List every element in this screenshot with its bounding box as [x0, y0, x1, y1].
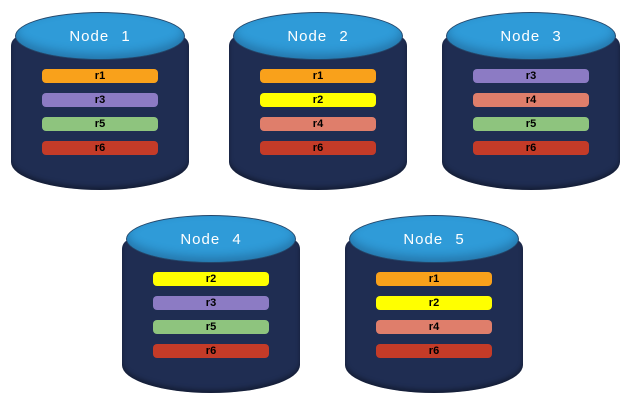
replica-bar: r1 [376, 272, 492, 286]
cylinder-body [442, 36, 620, 190]
replica-bar: r6 [153, 344, 269, 358]
replica-bar: r5 [473, 117, 589, 131]
cylinder-body [345, 239, 523, 393]
replica-list: r3 r4 r5 r6 [473, 69, 589, 155]
replica-bar: r3 [42, 93, 158, 107]
replica-bar: r1 [260, 69, 376, 83]
cylinder-body [11, 36, 189, 190]
cylinder-body [229, 36, 407, 190]
node-label: Node 1 [69, 27, 131, 45]
database-node-4: Node 4 r2 r3 r5 r6 [122, 215, 300, 393]
replica-list: r1 r2 r4 r6 [376, 272, 492, 358]
replica-list: r2 r3 r5 r6 [153, 272, 269, 358]
cylinder-top: Node 2 [233, 12, 403, 60]
node-label: Node 2 [287, 27, 349, 45]
cylinder-top: Node 1 [15, 12, 185, 60]
database-node-2: Node 2 r1 r2 r4 r6 [229, 12, 407, 190]
replica-bar: r6 [260, 141, 376, 155]
replica-bar: r5 [42, 117, 158, 131]
node-label: Node 5 [403, 230, 465, 248]
replica-list: r1 r3 r5 r6 [42, 69, 158, 155]
database-node-1: Node 1 r1 r3 r5 r6 [11, 12, 189, 190]
replica-bar: r2 [153, 272, 269, 286]
replica-bar: r4 [376, 320, 492, 334]
replica-bar: r2 [260, 93, 376, 107]
cylinder-top: Node 5 [349, 215, 519, 263]
replica-bar: r6 [473, 141, 589, 155]
replica-bar: r1 [42, 69, 158, 83]
node-label: Node 4 [180, 230, 242, 248]
replica-bar: r2 [376, 296, 492, 310]
replica-bar: r5 [153, 320, 269, 334]
replica-bar: r6 [376, 344, 492, 358]
node-label: Node 3 [500, 27, 562, 45]
replica-bar: r6 [42, 141, 158, 155]
replica-bar: r4 [260, 117, 376, 131]
replica-bar: r3 [153, 296, 269, 310]
replica-bar: r3 [473, 69, 589, 83]
database-node-5: Node 5 r1 r2 r4 r6 [345, 215, 523, 393]
replica-bar: r4 [473, 93, 589, 107]
cylinder-top: Node 4 [126, 215, 296, 263]
cylinder-top: Node 3 [446, 12, 616, 60]
database-node-3: Node 3 r3 r4 r5 r6 [442, 12, 620, 190]
cylinder-body [122, 239, 300, 393]
replica-list: r1 r2 r4 r6 [260, 69, 376, 155]
